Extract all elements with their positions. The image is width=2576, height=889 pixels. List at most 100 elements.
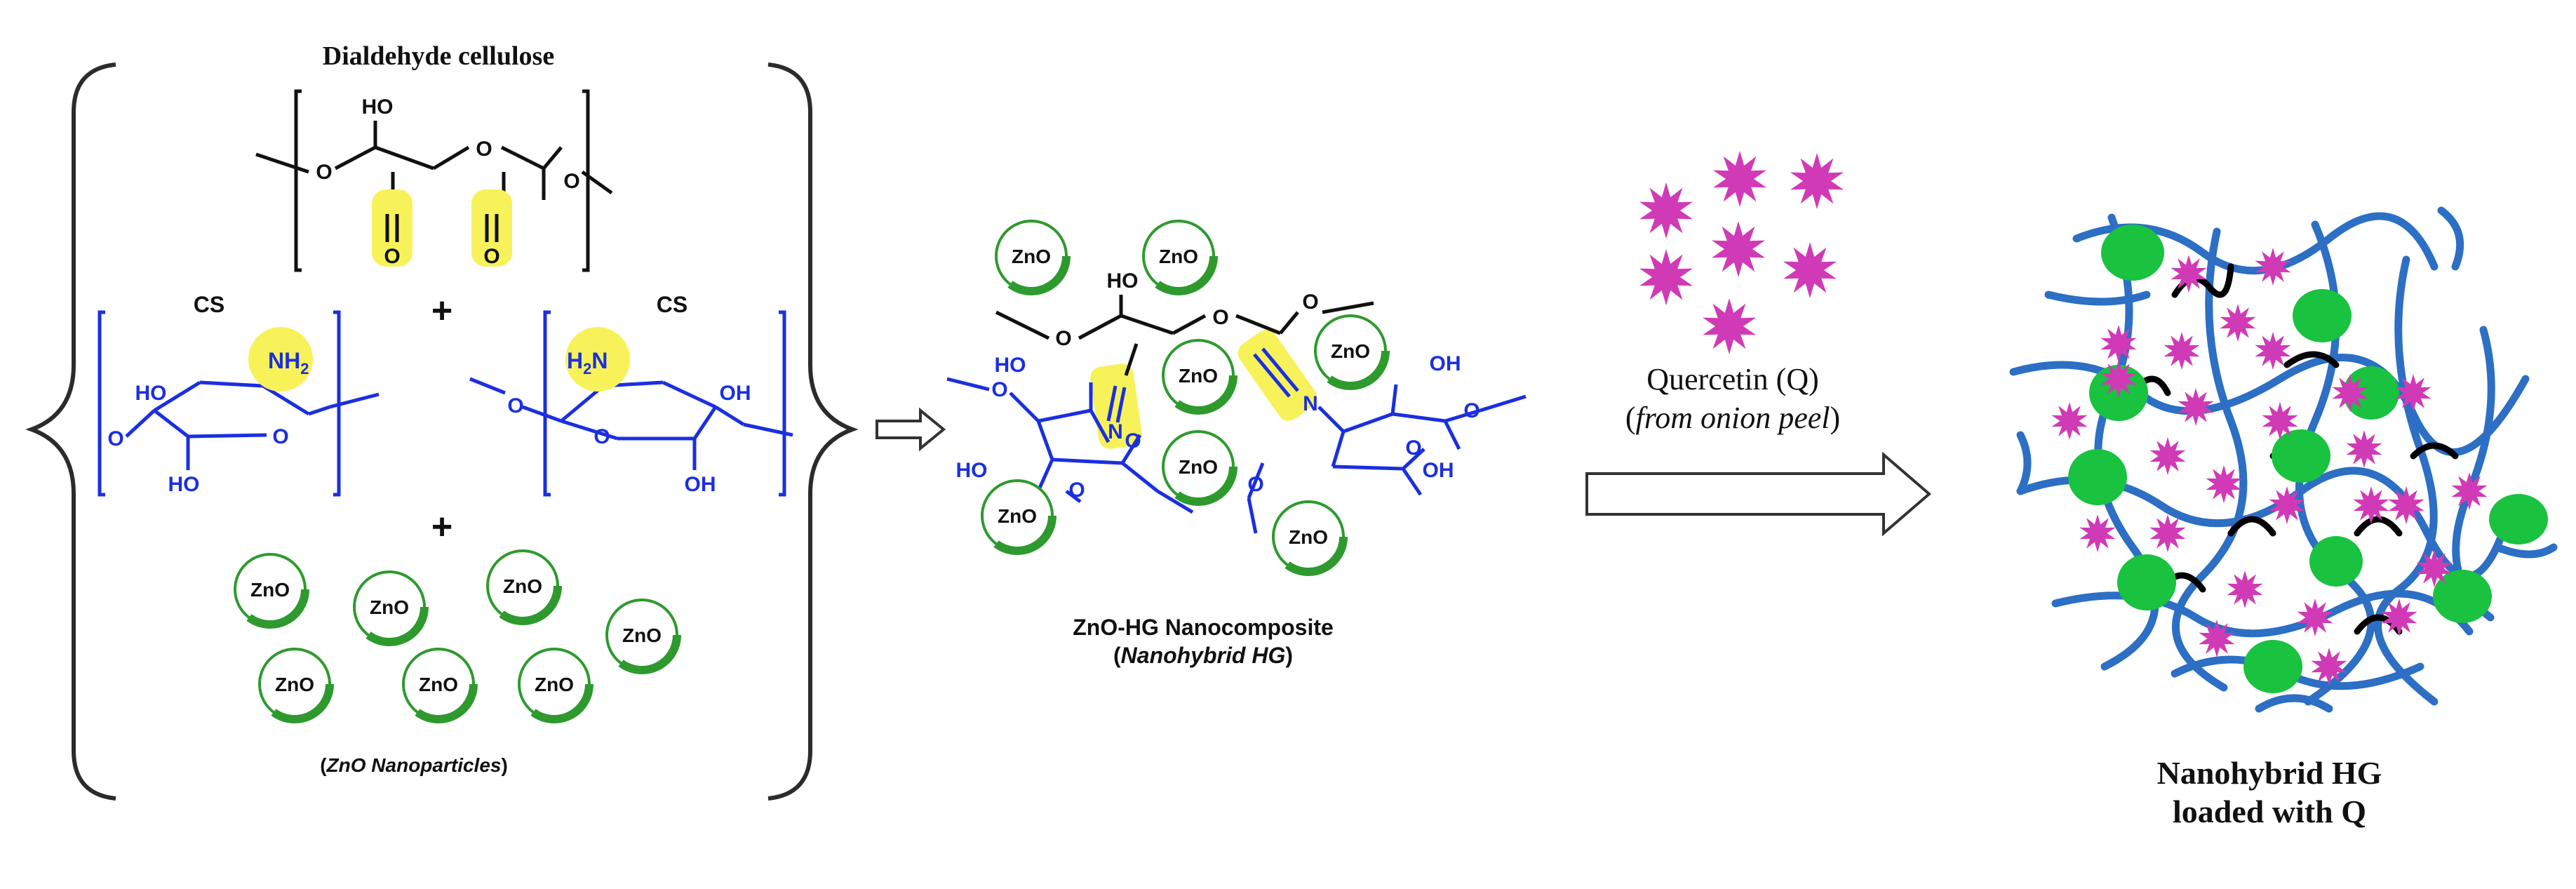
composite-right-o-ring-label: O [1405,436,1421,460]
nanoparticle-dot-icon [2068,449,2127,505]
quercetin-star-icon [2051,402,2088,440]
left-ho-label: HO [135,382,167,405]
zno-label: ZnO [1159,246,1198,267]
quercetin-star-icon [1783,242,1837,298]
cs-label-right: CS [657,292,687,317]
nanoparticle-dot-icon [2243,640,2302,693]
quercetin-star-icon [1790,153,1844,209]
composite-n-right-label: N [1303,392,1318,415]
quercetin-star-icon [2227,570,2263,608]
quercetin-star-icon [2255,248,2291,286]
zno-label: ZnO [419,674,458,695]
curly-brace-icon [25,62,116,801]
curly-brace-icon [767,62,859,801]
composite-caption-line2: (Nanohybrid HG) [1113,643,1293,668]
zno-label: ZnO [503,575,542,597]
nanoparticle-dot-icon [2101,225,2164,281]
zno-sphere-icon: ZnO [518,648,593,723]
dac-cho-o-label: O [384,245,400,268]
composite-left-ho-label: HO [995,354,1026,377]
amine-highlight [248,327,313,392]
zno-label: ZnO [535,674,574,695]
nanoparticle-dot-icon [2309,536,2363,587]
quercetin-star-icon [2451,472,2488,510]
product-caption-line2: loaded with Q [2173,794,2366,829]
quercetin-star-icon [2178,388,2214,426]
product-quercetin [2051,248,2488,686]
nanoparticle-dot-icon [2343,366,2399,420]
zno-label: ZnO [1331,340,1370,362]
quercetin-star-icon [1703,298,1756,354]
quercetin-star-icon [2164,332,2200,370]
zno-sphere-icon: ZnO [981,479,1056,555]
nanoparticle-dot-icon [2117,554,2176,610]
aldehyde-highlight [471,189,512,267]
right-amine-label: H2N [567,348,608,377]
composite-left-ho-bottom-label: HO [956,459,988,482]
imine-highlight [1237,330,1317,421]
nanoparticle-dot-icon [2489,494,2548,544]
composite-o-ring-label: O [1212,306,1228,329]
zno-label: ZnO [1012,246,1051,267]
composite-ho-label: HO [1107,269,1139,293]
zno-sphere-icon: ZnO [234,553,309,629]
quercetin-star-icon [2220,304,2256,342]
hollow-arrow-icon [876,407,946,452]
left-o-link-label: O [107,427,123,450]
quercetin-star-icon [2346,430,2382,468]
quercetin-star-icon [2416,549,2453,587]
zno-sphere-icon: ZnO [258,648,334,723]
zno-label: ZnO [998,505,1037,527]
composite-o-left-label: O [1055,327,1071,350]
zno-label: ZnO [1179,365,1218,387]
quercetin-star-icon [2100,325,2137,363]
quercetin-group: Quercetin (Q) (from onion peel) [1625,151,1844,435]
nanocomposite-structure: HO O O O N N HO O O HO O OH O O OH O ZnO… [946,220,1527,668]
aldehyde-highlight [372,189,412,267]
zno-sphere-icon: ZnO [995,220,1071,295]
loaded-hydrogel-network: Nanohybrid HG loaded with Q [2009,206,2558,829]
quercetin-star-icon [2311,648,2347,686]
quercetin-star-icon [2149,437,2186,475]
quercetin-star-icon [2353,486,2389,524]
quercetin-star-icon [1713,151,1766,207]
quercetin-star-icon [2381,599,2417,636]
zno-sphere-icon: ZnO [353,570,429,646]
left-amine-label: NH2 [268,348,309,377]
quercetin-star-icon [2206,465,2242,503]
zno-sphere-icon: ZnO [1162,339,1237,415]
right-oh-bottom-label: OH [685,473,716,496]
composite-o-methyl-label: O [1302,290,1318,314]
quercetin-star-icon [2262,402,2298,440]
imine-highlight [1090,363,1142,449]
composite-right-o-bottom-label: O [1247,473,1263,496]
zno-caption: (ZnO Nanoparticles) [320,754,508,776]
quercetin-label-line1: Quercetin (Q) [1646,362,1819,396]
zno-sphere-icon: ZnO [1272,500,1348,576]
zno-sphere-icon: ZnO [1314,314,1390,390]
quercetin-star-icon [1639,249,1693,305]
quercetin-star-icon [1712,221,1765,277]
composite-caption-line1: ZnO-HG Nanocomposite [1073,615,1334,640]
quercetin-star-icon [2100,360,2137,398]
zno-sphere-icon: ZnO [1142,220,1218,295]
quercetin-label-line2: (from onion peel) [1625,401,1840,435]
right-oh-label: OH [720,382,751,405]
reactants-group: Dialdehyde cellulose HO O O O O O + [25,41,859,801]
quercetin-star-icon [2171,255,2207,293]
quercetin-star-icon [2269,486,2305,524]
zno-sphere-icon: ZnO [486,549,562,625]
quercetin-star-icon [2388,486,2424,524]
quercetin-star-icon [2332,374,2368,412]
composite-left-o-bottom-label: O [1068,479,1085,502]
zno-sphere-icon: ZnO [402,648,478,723]
hollow-arrow-icon [1585,451,1932,537]
zno-label: ZnO [275,674,314,695]
plus-sign: + [431,507,452,547]
right-o-ring-label: O [593,425,610,448]
dac-title: Dialdehyde cellulose [323,41,554,71]
dac-ho-label: HO [362,95,394,119]
quercetin-star-icon [2149,514,2186,552]
